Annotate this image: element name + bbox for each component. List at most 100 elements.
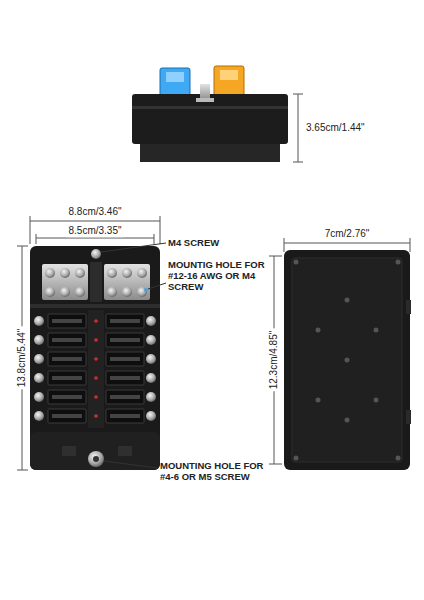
- clip: [406, 410, 411, 424]
- fuse-box-body: [132, 94, 288, 144]
- terminal-screw: [122, 268, 132, 278]
- slot-contact: [52, 395, 82, 399]
- slot-contact: [52, 357, 82, 361]
- dimension-height-side: [293, 94, 303, 162]
- slot-contact: [110, 338, 140, 342]
- terminal-screw: [34, 411, 44, 421]
- terminal-screw: [45, 287, 55, 297]
- back-dot: [374, 398, 379, 403]
- bus-bar: [104, 264, 150, 300]
- dimension-label: 7cm/2.76": [323, 228, 372, 240]
- hole-center: [93, 456, 99, 462]
- terminal-screw: [107, 268, 117, 278]
- terminal-screw: [45, 268, 55, 278]
- fuse-slot: [106, 352, 144, 366]
- mounting-hole: [88, 451, 104, 467]
- terminal-screw: [146, 354, 156, 364]
- fuse-window: [220, 70, 238, 80]
- fuse-slot: [106, 409, 144, 423]
- slot-contact: [52, 319, 82, 323]
- fuse-box-front: [30, 246, 160, 470]
- terminal-screw: [34, 335, 44, 345]
- terminal-screw: [34, 392, 44, 402]
- slot-contact: [110, 357, 140, 361]
- orange-fuse: [214, 66, 244, 96]
- terminal-screw: [137, 268, 147, 278]
- terminal-screw: [60, 287, 70, 297]
- fuse-box-foot: [30, 432, 160, 470]
- terminal-screw: [137, 287, 147, 297]
- front-dimensions: [17, 216, 160, 470]
- back-dot: [396, 260, 401, 265]
- slot-contact: [110, 319, 140, 323]
- bus-bar: [42, 264, 88, 300]
- bus-screws: [45, 268, 147, 297]
- led-indicator: [94, 338, 98, 342]
- back-dot: [345, 298, 350, 303]
- tab: [118, 446, 132, 456]
- fuse-rows: [34, 314, 156, 423]
- fuse-slot: [48, 371, 86, 385]
- fuse-slot: [48, 333, 86, 347]
- terminal-screw: [122, 287, 132, 297]
- back-dot: [316, 398, 321, 403]
- tab: [62, 446, 76, 456]
- blue-fuse: [160, 68, 190, 96]
- slot-contact: [52, 414, 82, 418]
- back-dot: [374, 328, 379, 333]
- fuse-slot: [48, 409, 86, 423]
- divider: [90, 262, 102, 302]
- terminal-screw: [75, 268, 85, 278]
- terminal-screw: [34, 316, 44, 326]
- back-dot: [345, 358, 350, 363]
- back-view: [284, 250, 411, 470]
- dimension-label: 8.5cm/3.35": [66, 225, 123, 237]
- fuse-slot: [106, 390, 144, 404]
- led-indicator: [94, 357, 98, 361]
- callout-label: MOUNTING HOLE FOR #4-6 OR M5 SCREW: [160, 461, 272, 483]
- back-dot: [294, 456, 299, 461]
- dimension-label: 12.3cm/4.85": [268, 329, 280, 392]
- front-view: [30, 246, 160, 470]
- slot-contact: [52, 338, 82, 342]
- slot-contact: [110, 376, 140, 380]
- m4-screw: [91, 249, 101, 259]
- terminal-screw: [146, 392, 156, 402]
- fuse-slot: [48, 352, 86, 366]
- dimension-label: 13.8cm/5.44": [16, 327, 28, 390]
- clip: [406, 300, 411, 314]
- terminal-screw: [34, 373, 44, 383]
- terminal-screw: [107, 287, 117, 297]
- led-indicator: [94, 376, 98, 380]
- terminal-screw: [75, 287, 85, 297]
- slot-contact: [110, 395, 140, 399]
- fuse-slot: [106, 371, 144, 385]
- callout-label: M4 SCREW: [168, 238, 278, 249]
- led-indicator: [94, 414, 98, 418]
- back-panel: [292, 258, 402, 462]
- slot-contact: [52, 376, 82, 380]
- terminal-screw: [146, 316, 156, 326]
- fuse-slot: [106, 333, 144, 347]
- led-indicator: [94, 395, 98, 399]
- fuse-window: [166, 72, 184, 82]
- led-indicator: [94, 319, 98, 323]
- terminal-screw: [146, 335, 156, 345]
- nut: [196, 98, 214, 102]
- stud: [200, 84, 210, 100]
- fuse-box-base: [140, 144, 280, 162]
- terminal-screw: [146, 411, 156, 421]
- ledge: [30, 304, 160, 308]
- dimension-label: 3.65cm/1.44": [304, 122, 367, 134]
- dimension-label: 8.8cm/3.46": [66, 206, 123, 218]
- center-rail: [88, 310, 104, 428]
- lid-seam: [132, 106, 288, 109]
- terminal-screw: [146, 373, 156, 383]
- terminal-screw: [60, 268, 70, 278]
- side-view: [132, 66, 288, 162]
- back-screws: [294, 260, 401, 461]
- fuse-slot: [106, 314, 144, 328]
- back-dot: [345, 418, 350, 423]
